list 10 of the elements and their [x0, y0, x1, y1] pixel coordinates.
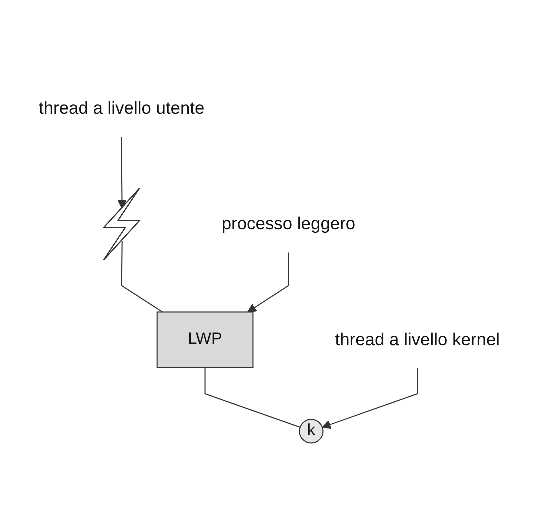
arrow: [118, 136, 127, 209]
node-text: processo leggero: [222, 214, 356, 234]
connector: [204, 367, 300, 428]
arrow: [322, 368, 418, 429]
node-text: thread a livello kernel: [335, 329, 500, 349]
node-text: thread a livello utente: [38, 98, 205, 118]
arrow: [248, 252, 290, 312]
connector: [121, 240, 163, 312]
node-circle: k: [299, 418, 324, 444]
node-box: LWP: [156, 311, 254, 368]
